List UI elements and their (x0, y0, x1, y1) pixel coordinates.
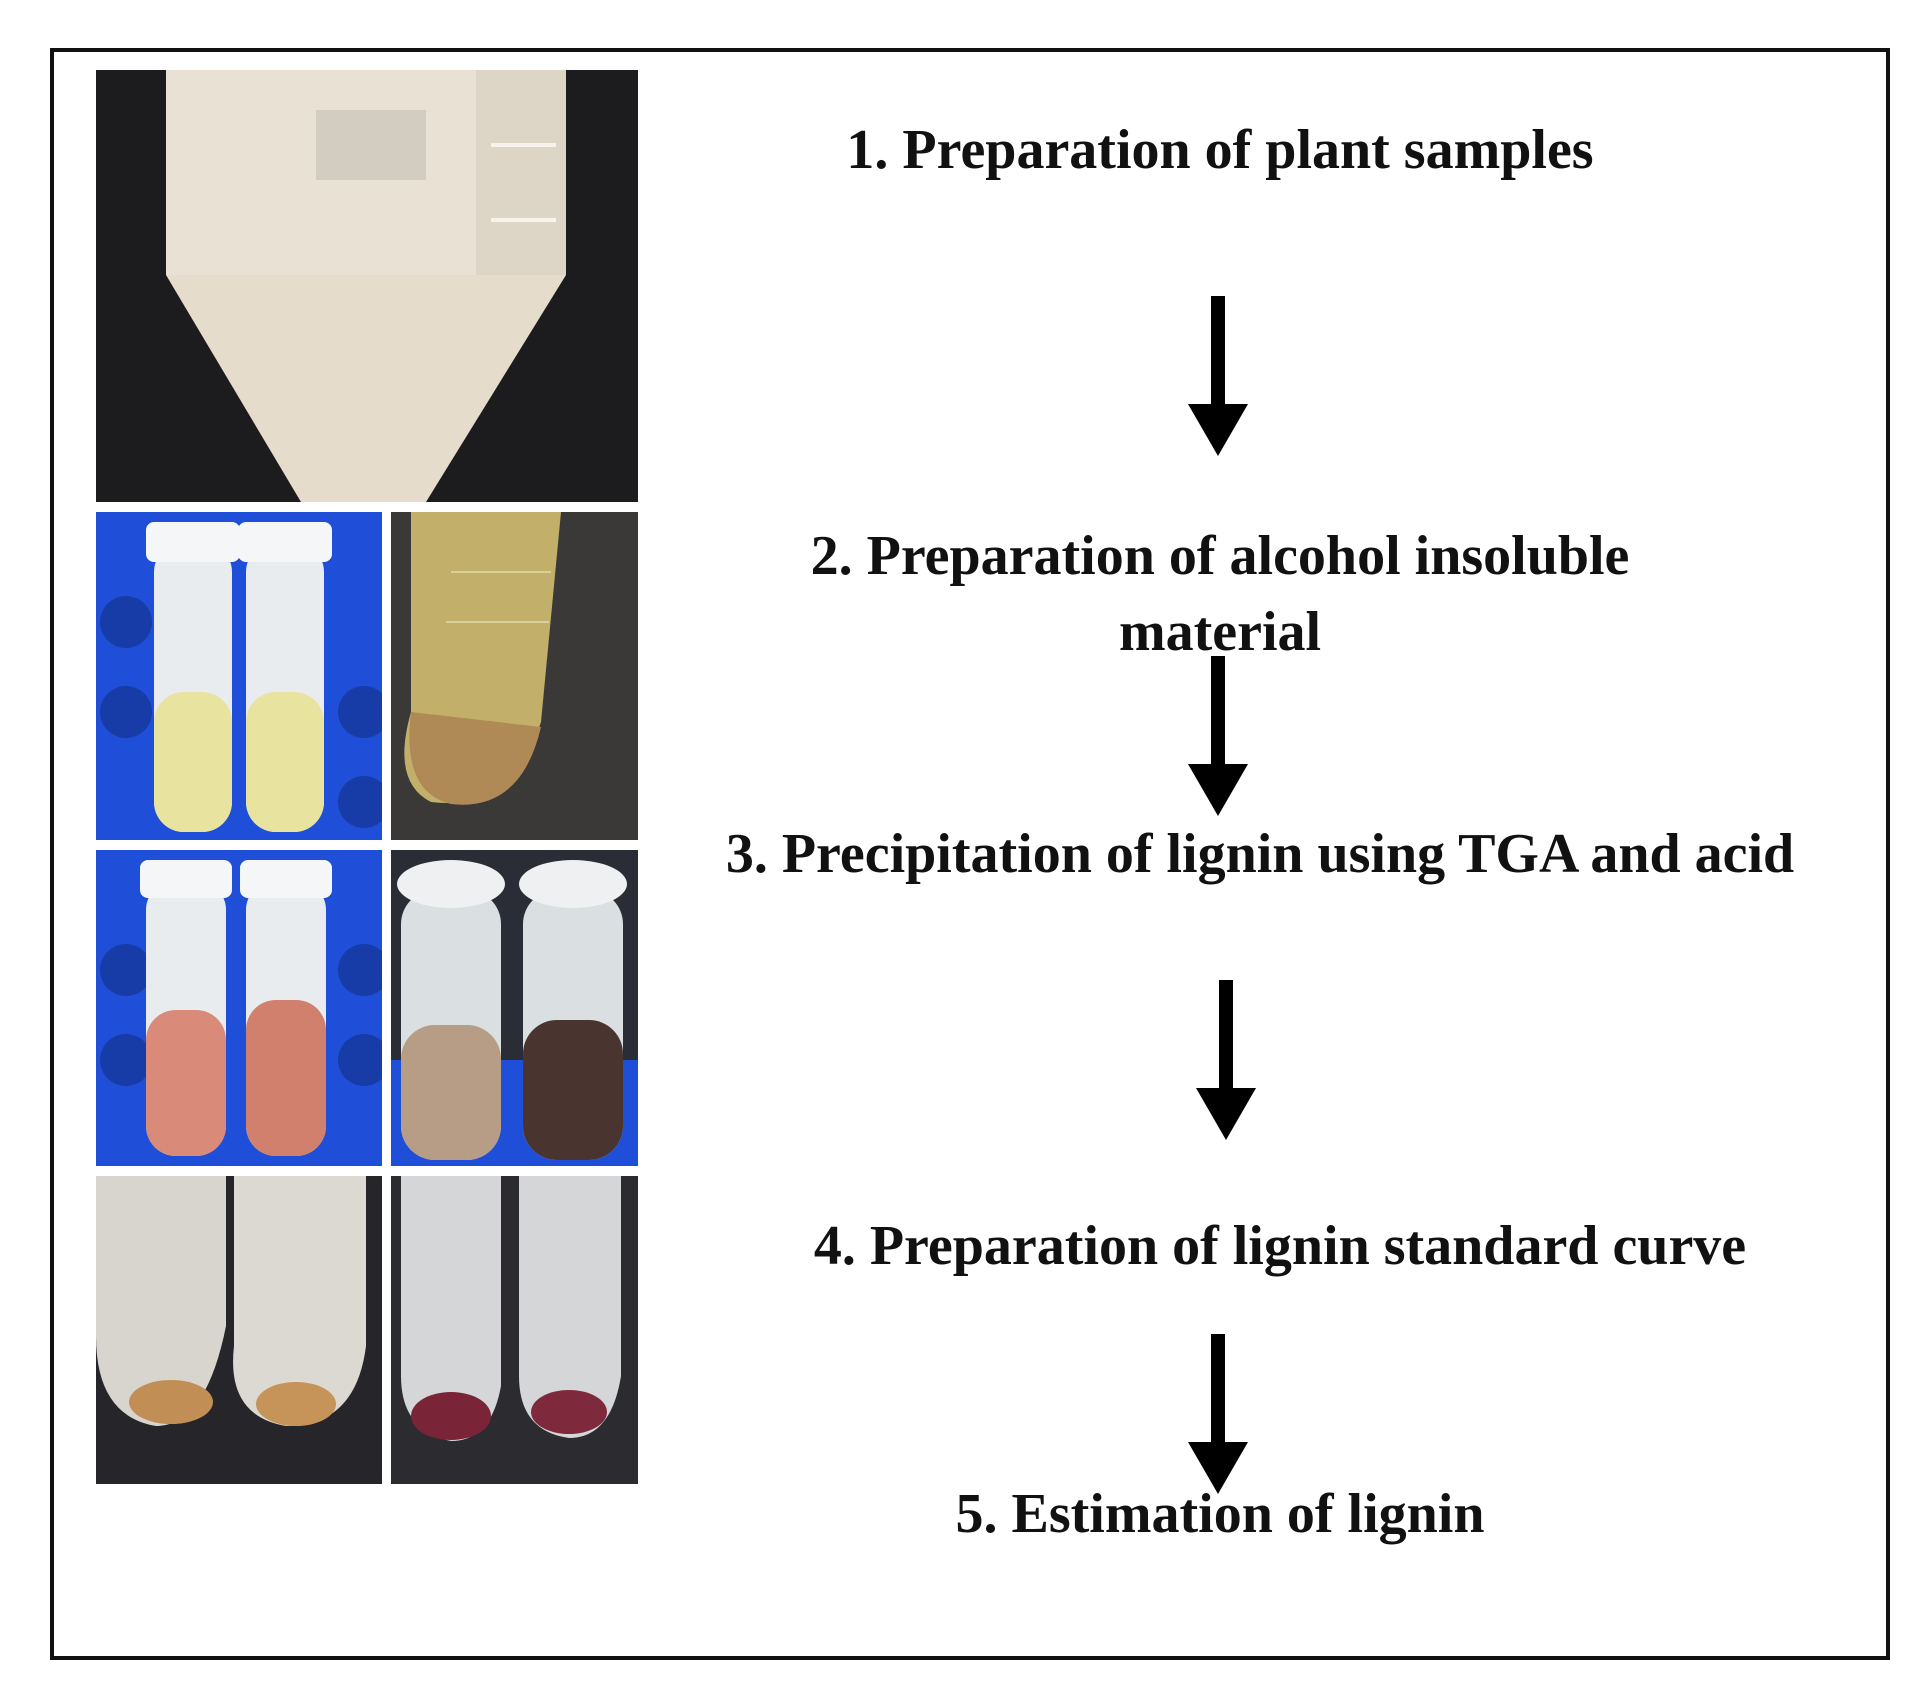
step-2-label: 2. Preparation of alcohol insoluble mate… (740, 518, 1700, 670)
down-arrow-icon (1196, 980, 1256, 1140)
down-arrow-icon (1188, 1334, 1248, 1494)
tubes-with-purple-pellet-photo (391, 1176, 638, 1484)
tube-with-brown-pellet-photo (391, 512, 638, 840)
down-arrow-icon (1188, 656, 1248, 816)
step-4-label: 4. Preparation of lignin standard curve (740, 1208, 1820, 1284)
brown-tubes-in-blue-rack-photo (391, 850, 638, 1166)
tubes-with-tan-pellet-photo (96, 1176, 382, 1484)
step-3-label: 3. Precipitation of lignin using TGA and… (645, 816, 1875, 892)
step-1-label: 1. Preparation of plant samples (760, 112, 1680, 188)
down-arrow-icon (1188, 296, 1248, 456)
yellow-tubes-in-blue-rack-photo (96, 512, 382, 840)
red-tubes-in-blue-rack-photo (96, 850, 382, 1166)
conical-tube-powder-photo (96, 70, 638, 502)
